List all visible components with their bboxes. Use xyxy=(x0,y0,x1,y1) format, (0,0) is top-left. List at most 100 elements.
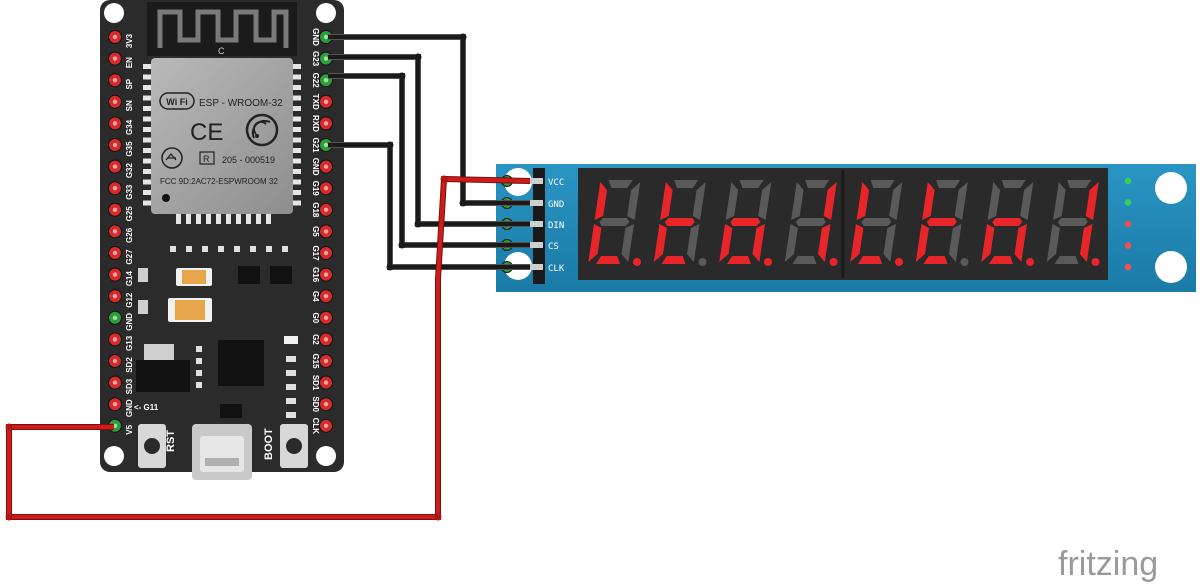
esp32-pin-g12[interactable] xyxy=(108,289,122,304)
esp32-pin-3v3[interactable] xyxy=(108,30,122,44)
esp32-pin-g19[interactable] xyxy=(319,181,333,196)
esp32-pin-g2[interactable] xyxy=(319,332,333,347)
segment-a xyxy=(608,180,633,188)
esp32-pin-rxd[interactable] xyxy=(319,116,333,131)
segment-a xyxy=(674,180,699,188)
esp32-pin-gnd[interactable] xyxy=(319,159,333,174)
esp32-pin-label: EN xyxy=(125,57,134,68)
micro-usb-connector[interactable] xyxy=(192,424,252,480)
digit-8 xyxy=(1046,180,1100,266)
digit-6 xyxy=(915,180,969,266)
ce-mark: CE xyxy=(190,119,223,146)
esp32-pin-g0[interactable] xyxy=(319,310,333,325)
segment-e xyxy=(1046,224,1060,262)
digit-4 xyxy=(784,180,838,266)
esp32-pin-g16[interactable] xyxy=(319,267,333,282)
esp32-pin-sd1[interactable] xyxy=(319,375,333,390)
segment-b xyxy=(1020,182,1034,220)
esp32-pin-label: G16 xyxy=(311,267,320,283)
segment-b xyxy=(954,182,968,220)
esp32-pin-g4[interactable] xyxy=(319,289,333,304)
fritzing-watermark: fritzing xyxy=(1058,545,1158,583)
esp32-pin-g13[interactable] xyxy=(108,332,122,347)
segment-e xyxy=(653,224,667,262)
segment-d xyxy=(1054,256,1079,264)
esp32-pin-g14[interactable] xyxy=(108,267,122,282)
esp32-pin-label: G2 xyxy=(311,334,320,345)
esp32-pin-g35[interactable] xyxy=(108,138,122,152)
display-hole-top-right xyxy=(1155,172,1187,204)
r-mark: R xyxy=(203,154,210,164)
segment-e xyxy=(588,224,602,262)
boot-label: BOOT xyxy=(263,428,275,460)
esp32-pin-g18[interactable] xyxy=(319,202,333,217)
esp32-pin-label: G21 xyxy=(311,137,320,153)
segment-g xyxy=(664,218,695,226)
transistor xyxy=(270,266,292,284)
esp32-pin-gnd[interactable] xyxy=(108,397,122,412)
esp32-pin-label: G27 xyxy=(125,249,134,265)
esp32-pin-g32[interactable] xyxy=(108,159,122,174)
mount-hole-bottom-right xyxy=(316,446,336,466)
esp32-pin-g5[interactable] xyxy=(319,224,333,239)
esp32-pin-txd[interactable] xyxy=(319,94,333,109)
esp32-pin-gnd[interactable] xyxy=(108,310,122,325)
rst-button[interactable] xyxy=(138,424,166,468)
segment-e xyxy=(850,224,864,262)
esp32-pin-label: SD2 xyxy=(125,357,134,373)
mount-hole-bottom-left xyxy=(104,446,124,466)
module-pads xyxy=(143,64,301,224)
esp32-pin-g25[interactable] xyxy=(108,202,122,217)
esp32-pin-gnd[interactable] xyxy=(319,30,333,44)
esp32-pin-label: RXD xyxy=(311,115,320,132)
wire-clk xyxy=(328,141,530,271)
esp32-pin-en[interactable] xyxy=(108,51,122,66)
esp32-pin-g34[interactable] xyxy=(108,116,122,131)
display-pin-label: CLK xyxy=(548,264,565,274)
segment-g xyxy=(861,218,892,226)
esp32-pin-sd3[interactable] xyxy=(108,375,122,390)
decimal-point xyxy=(1091,258,1100,266)
display-pin-label: VCC xyxy=(548,178,564,188)
status-led xyxy=(1124,220,1132,228)
esp32-pin-label: CLK xyxy=(311,418,320,435)
r-mark-box xyxy=(199,151,215,165)
capacitor-large-body xyxy=(175,300,205,320)
esp32-pin-label: G12 xyxy=(125,292,134,308)
segment-e xyxy=(981,224,995,262)
segment-b xyxy=(1085,182,1099,220)
decimal-point xyxy=(960,258,969,266)
esp32-pin-g15[interactable] xyxy=(319,354,333,368)
esp32-pin-clk[interactable] xyxy=(319,418,333,433)
segment-g xyxy=(1057,218,1088,226)
esp32-pin-g27[interactable] xyxy=(108,246,122,260)
esp32-pin-g17[interactable] xyxy=(319,246,333,260)
esp32-pin-sd2[interactable] xyxy=(108,354,122,368)
esp32-pin-label: G13 xyxy=(125,335,134,351)
esp32-pin-label: SD3 xyxy=(125,378,134,394)
esp32-pin-g26[interactable] xyxy=(108,224,122,239)
esp32-pin-sn[interactable] xyxy=(108,94,122,109)
segment-f xyxy=(791,182,804,220)
segment-g xyxy=(795,218,826,226)
boot-button[interactable] xyxy=(280,424,308,468)
digit-5 xyxy=(850,180,903,266)
wire-vcc xyxy=(5,175,531,521)
segment-b xyxy=(692,182,706,220)
led xyxy=(284,336,298,344)
esp32-pin-g33[interactable] xyxy=(108,181,122,196)
esp32-pin-label: G18 xyxy=(311,202,320,218)
segment-c xyxy=(949,224,962,262)
g11-label: <- G11 xyxy=(134,403,159,412)
segment-a xyxy=(805,180,830,188)
segment-d xyxy=(661,256,686,264)
esp32-pin-sp[interactable] xyxy=(108,73,122,88)
pin1-dot xyxy=(162,194,170,202)
esp32-pin-sd0[interactable] xyxy=(319,397,333,412)
esp32-pin-label: G33 xyxy=(125,184,134,200)
esp32-pin-label: G25 xyxy=(125,206,134,222)
display-pin-label: CS xyxy=(548,242,559,252)
digit-7 xyxy=(981,180,1034,266)
segment-f xyxy=(1053,182,1066,220)
esp32-board: C Wi Fi ESP - WROOM-32 CE R 205 - 000519… xyxy=(100,0,344,480)
